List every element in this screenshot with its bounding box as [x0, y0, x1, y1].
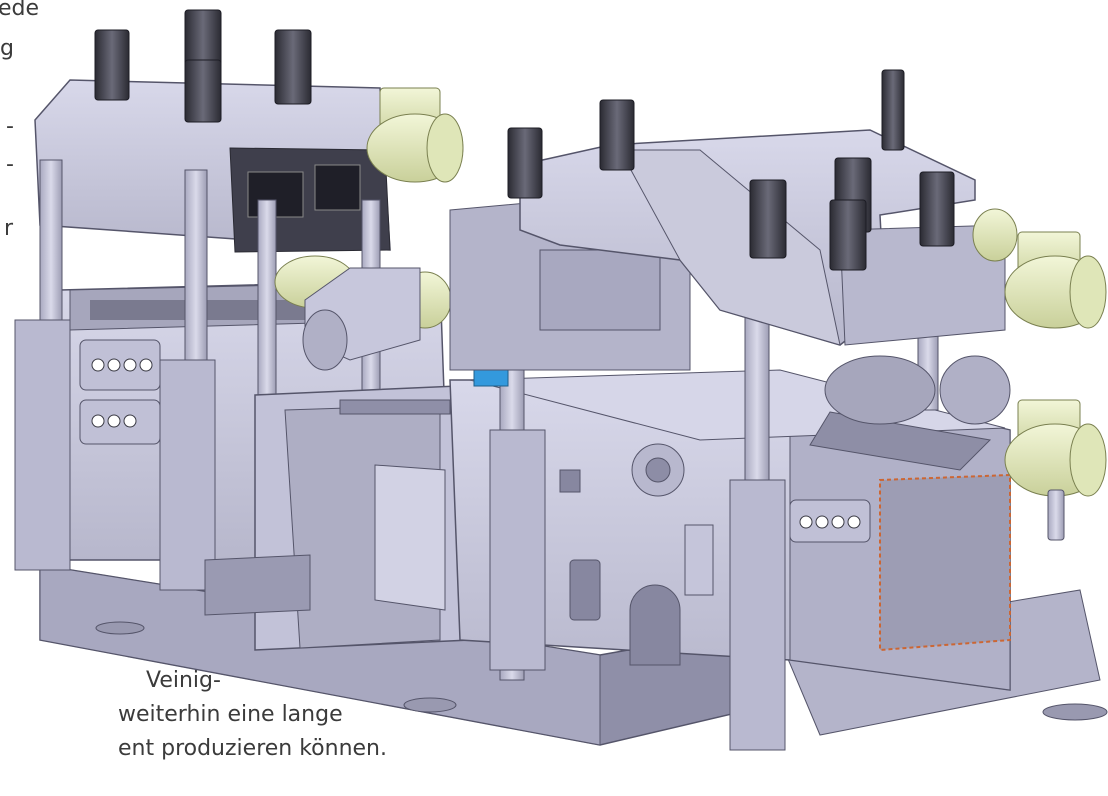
right-top-beam — [507, 69, 1006, 346]
motor-right-lower — [1004, 399, 1107, 497]
text-fragment-3: - — [6, 114, 14, 139]
text-fragment-5: r — [4, 216, 14, 241]
text-fragment-2: g — [0, 36, 14, 61]
middle-section — [204, 384, 481, 651]
motor-left-top — [366, 87, 464, 183]
text-fragment-1: ede — [0, 0, 40, 21]
side-post — [1047, 489, 1065, 541]
motor-right-upper — [1004, 231, 1107, 329]
motor-right-mid — [824, 208, 1018, 425]
caption-line-2: weiterhin eine lange — [118, 702, 343, 727]
caption-line-3: ent produzieren können. — [118, 736, 387, 761]
text-fragment-4: - — [6, 152, 14, 177]
